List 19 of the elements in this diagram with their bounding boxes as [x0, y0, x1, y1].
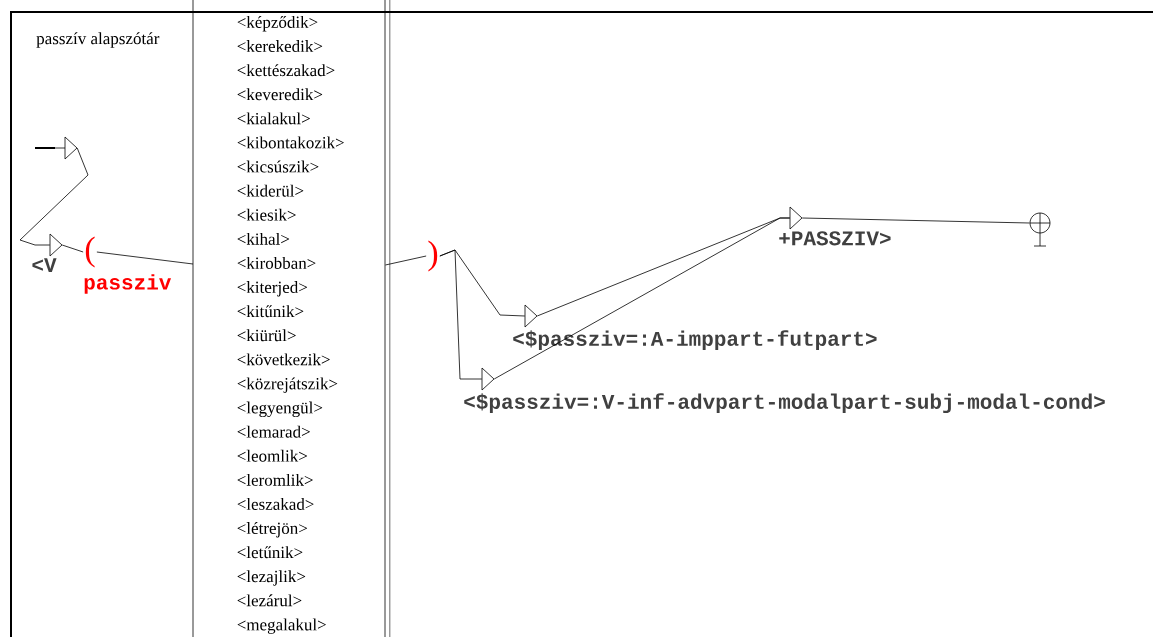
- connector: [61, 244, 84, 253]
- final-state: [1029, 212, 1051, 247]
- connector: [19, 147, 89, 246]
- variable-start: ( passziv: [84, 236, 172, 294]
- connector: [385, 255, 427, 266]
- connector: [439, 249, 483, 380]
- state-box: <$passziv=:V-inf-advpart-modalpart-subj-modal-cond>: [464, 367, 1105, 414]
- comment-text: passzív alapszótár: [36, 32, 160, 48]
- state-box: <V: [32, 233, 63, 273]
- state-box: +PASSZIV>: [779, 206, 891, 246]
- connector: [96, 251, 194, 265]
- initial-state: [34, 136, 78, 160]
- variable-end: ): [428, 240, 438, 272]
- node-label: +PASSZIV>: [779, 231, 891, 246]
- connector: [493, 217, 791, 380]
- word-list-box: <képződik> <kerekedik> <kettészakad> <keveredik> <kialakul> <kibontakozik> <kicsúszik> <kiderül> <kiesik> <kihal> <kirobban> <kiterjed> <kitűnik> <kiürül> <következik> <közrejátszik> <legyengül> <lemarad> <leomlik> <leromlik> <leszakad> <létrejön> <letűnik> <lezajlik> <lezárul> <megalakul>: [192, 0, 391, 637]
- node-label: <$passziv=:V-inf-advpart-modalpart-subj-modal-cond>: [464, 393, 1105, 414]
- node-label: <V: [32, 258, 57, 273]
- connector: [801, 217, 1030, 224]
